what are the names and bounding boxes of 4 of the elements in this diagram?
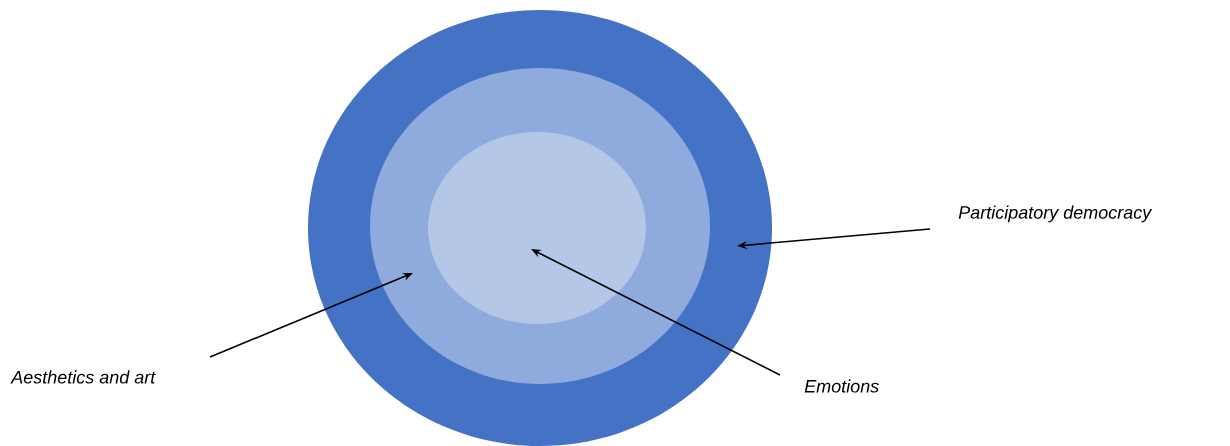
label-text: Emotions	[804, 379, 879, 393]
label-text: Aesthetics and art	[10, 370, 156, 384]
ring-ellipse	[428, 132, 646, 324]
label-text: Participatory democracy	[958, 205, 1153, 223]
